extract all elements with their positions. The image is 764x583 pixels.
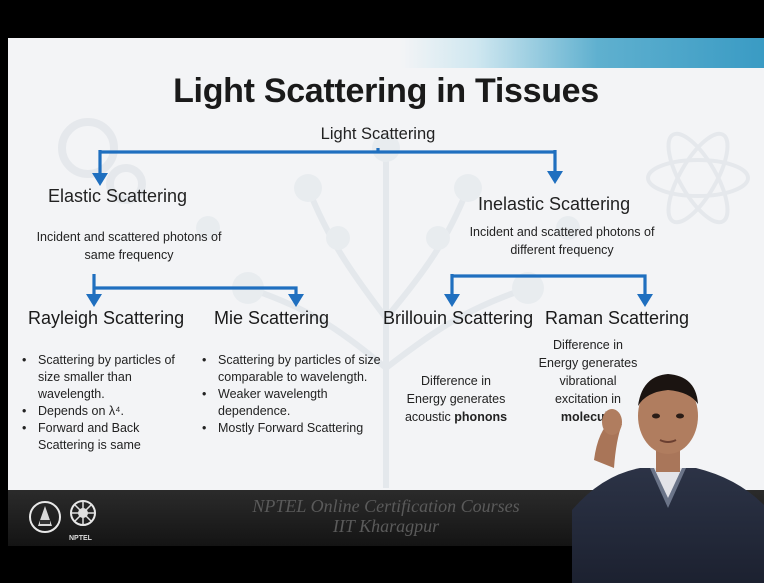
raman-desc-text: Difference in Energy generates vibration… [538,338,638,406]
atom-icon [646,131,750,225]
list-item: Weaker wavelength dependence. [202,386,382,420]
list-item: Scattering by particles of size comparab… [202,352,382,386]
mie-scattering-label: Mie Scattering [214,308,330,328]
elastic-scattering-label: Elastic Scattering [48,186,188,206]
list-item: Scattering by particles of size smaller … [22,352,187,403]
slide-title: Light Scattering in Tissues [173,72,599,110]
arrow-brillouin [444,294,460,307]
brillouin-desc-text: Difference in Energy generates acoustic [404,374,506,424]
inelastic-scattering-label: Inelastic Scattering [478,194,631,214]
root-node-label: Light Scattering [320,125,436,143]
brillouin-desc: Difference in Energy generates acoustic … [400,372,512,426]
elastic-scattering-desc: Incident and scattered photons of same f… [36,230,222,262]
arrow-elastic [92,173,108,186]
brillouin-desc-bold: phonons [454,410,508,424]
inelastic-scattering-desc: Incident and scattered photons of differ… [469,225,655,257]
arrow-mie [288,294,304,307]
list-item: Forward and Back Scattering is same [22,420,187,454]
slide-top-accent-bar [8,38,764,68]
presenter-video [572,374,764,583]
footer-course-text: NPTEL Online Certification Courses IIT K… [8,496,764,536]
footer-line-1: NPTEL Online Certification Courses [252,496,520,516]
list-item: Depends on λ⁴. [22,403,187,420]
list-item: Mostly Forward Scattering [202,420,382,437]
arrow-inelastic [547,171,563,184]
raman-desc-bold: molecule [560,410,616,424]
raman-scattering-label: Raman Scattering [545,308,690,328]
gear-icon [58,118,146,204]
footer-line-2: IIT Kharagpur [332,516,440,536]
background-watermark [58,118,750,488]
rayleigh-bullets: Scattering by particles of size smaller … [22,352,187,454]
arrow-raman [637,294,653,307]
arrow-rayleigh [86,294,102,307]
iit-kharagpur-logo [29,501,61,533]
tree-arrows [86,148,653,307]
mie-bullets: Scattering by particles of size comparab… [202,352,382,437]
rayleigh-scattering-label: Rayleigh Scattering [28,308,185,328]
raman-desc: Difference in Energy generates vibration… [538,336,638,426]
nptel-logo-caption: NPTEL [69,535,92,542]
brillouin-scattering-label: Brillouin Scattering [383,308,534,328]
nptel-logo [70,500,96,526]
